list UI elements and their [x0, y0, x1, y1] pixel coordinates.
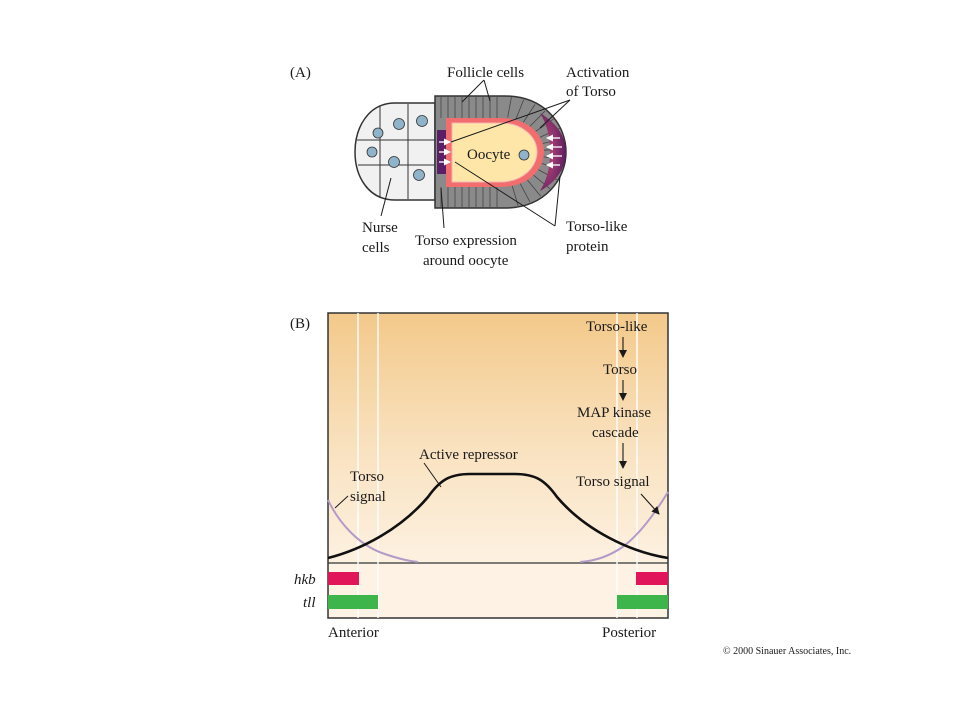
pathway-step-torso: Torso [603, 362, 637, 378]
follicle-cell-boundary [519, 182, 531, 203]
torso-expression-label-line2: around oocyte [423, 253, 509, 269]
nurse-cell-chamber [354, 102, 436, 201]
nurse-nucleus [416, 115, 428, 127]
pathway-arrows [619, 337, 660, 515]
torso-expression-label-line1: Torso expression [415, 233, 517, 249]
follicle-cell-boundary [511, 185, 519, 206]
torso-like-label-line1: Torso-like [566, 219, 628, 235]
torso-like-label-line2: protein [566, 239, 609, 255]
gene-expression-area [328, 563, 668, 618]
guide-lines [357, 313, 638, 618]
posterior-torso-like-region [540, 113, 566, 191]
panel-a: (A) Oocyte [290, 65, 630, 269]
active-repressor-label: Active repressor [419, 447, 518, 463]
oocyte-nucleus [518, 149, 530, 161]
hkb-bar-anterior [328, 572, 359, 585]
tll-bar-anterior [328, 595, 378, 609]
follicle-cell-boundary [529, 110, 546, 127]
activation-arrows [439, 134, 562, 169]
torso-signal-curve-anterior [327, 499, 419, 563]
panel-b-label: (B) [290, 316, 310, 332]
nurse-nucleus [393, 118, 405, 130]
nurse-cells-label-line2: cells [362, 240, 390, 256]
follicle-cell-boundary [507, 96, 512, 118]
pathway-step-cascade: cascade [592, 425, 639, 441]
follicle-cell-boundary [515, 99, 525, 120]
torso-signal-label-line2: signal [350, 489, 386, 505]
follicle-cell-boundary [522, 104, 536, 123]
oocyte-label: Oocyte [467, 147, 511, 163]
activation-label-line1: Activation [566, 65, 630, 81]
nurse-nucleus [413, 169, 425, 181]
nurse-cells-label-line1: Nurse [362, 220, 398, 236]
panel-b: (B) Torso-like Torso MAP kinase cascade … [290, 312, 669, 641]
pathway-step-torso-signal: Torso signal [576, 474, 650, 490]
posterior-label: Posterior [602, 625, 656, 641]
panel-b-frame [327, 312, 669, 619]
active-repressor-curve [327, 472, 669, 560]
oocyte [451, 122, 538, 183]
nurse-nucleus [372, 127, 384, 139]
pathway-step-torso-like: Torso-like [586, 319, 648, 335]
anterior-label: Anterior [328, 625, 379, 641]
leader-lines-a [380, 79, 571, 229]
gradient-plot-area [328, 313, 668, 563]
hkb-label: hkb [294, 572, 316, 588]
nurse-nucleus [366, 146, 378, 158]
tll-label: tll [303, 595, 316, 611]
follicle-cell-divisions [440, 96, 566, 207]
copyright-notice: © 2000 Sinauer Associates, Inc. [723, 646, 851, 657]
pathway-step-map-kinase: MAP kinase [577, 405, 651, 421]
torso-signal-label-line1: Torso [350, 469, 384, 485]
nurse-nucleus [388, 156, 400, 168]
panel-a-label: (A) [290, 65, 311, 81]
tll-bar-posterior [617, 595, 668, 609]
activation-label-line2: of Torso [566, 84, 616, 100]
active-repressor-leader [423, 462, 442, 488]
torso-signal-leader [334, 495, 349, 509]
follicle-cells-label: Follicle cells [447, 65, 524, 81]
hkb-bar-posterior [636, 572, 668, 585]
follicle-cell-boundary [526, 179, 541, 197]
